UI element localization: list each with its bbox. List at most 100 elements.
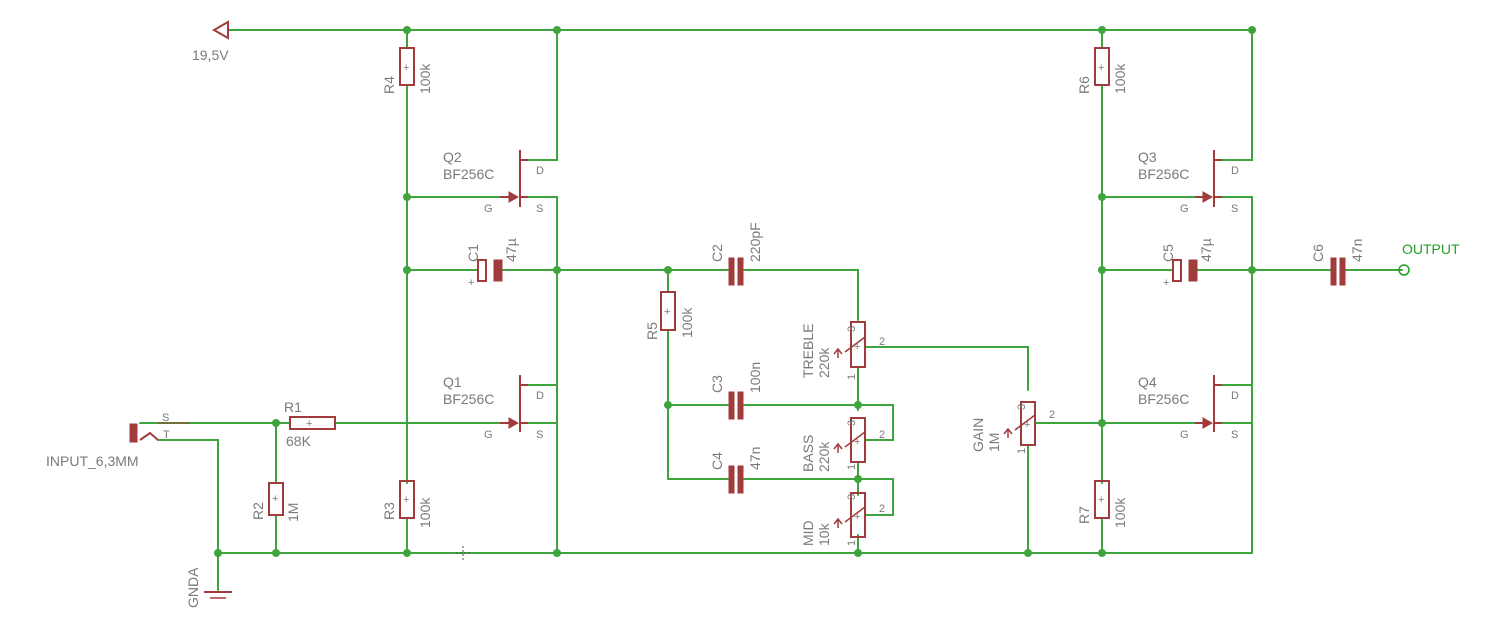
pot-treble-value: 220k	[816, 347, 832, 378]
capacitor-c2[interactable]: C2 220pF	[709, 222, 763, 286]
input-jack[interactable]: S T INPUT_6,3MM	[46, 412, 190, 469]
ground-symbol: GNDA	[185, 567, 232, 608]
pot-mid[interactable]: + 3 1 2 MID 10k	[800, 492, 885, 546]
q4-name: Q4	[1138, 374, 1157, 390]
capacitor-c1[interactable]: + C1 47µ	[465, 238, 519, 289]
svg-text:G: G	[484, 429, 493, 441]
svg-text:S: S	[1231, 203, 1238, 215]
c6-value: 47n	[1349, 239, 1365, 262]
svg-text:+: +	[854, 511, 860, 523]
pot-bass[interactable]: + 3 1 2 BASS 220k	[800, 417, 885, 472]
pot-gain-value: 1M	[986, 433, 1002, 452]
pot-treble[interactable]: + 3 1 2 TREBLE 220k	[800, 321, 885, 380]
q1-value: BF256C	[443, 391, 494, 407]
r7-name: R7	[1076, 506, 1092, 524]
svg-text:+: +	[403, 494, 409, 506]
svg-text:+: +	[1024, 419, 1030, 431]
svg-text:+: +	[403, 62, 409, 74]
transistor-q2[interactable]: Q2 BF256C G S D	[443, 149, 544, 215]
transistor-q3[interactable]: Q3 BF256C G S D	[1138, 149, 1239, 215]
c3-name: C3	[709, 375, 725, 393]
q4-value: BF256C	[1138, 391, 1189, 407]
resistor-r1[interactable]: + R1 68K	[284, 399, 336, 449]
svg-text:2: 2	[1049, 409, 1055, 421]
svg-text:3: 3	[846, 326, 858, 332]
c6-name: C6	[1310, 244, 1326, 262]
svg-text:3: 3	[1016, 404, 1028, 410]
input-label: INPUT_6,3MM	[46, 453, 139, 469]
r4-name: R4	[381, 76, 397, 94]
r5-value: 100k	[679, 307, 695, 338]
pot-gain[interactable]: + 3 1 2 GAIN 1M	[970, 401, 1055, 454]
svg-text:+: +	[1098, 62, 1104, 74]
svg-text:+: +	[854, 436, 860, 448]
r1-name: R1	[284, 399, 302, 415]
resistor-r3[interactable]: + R3 100k	[381, 480, 433, 528]
c4-name: C4	[709, 452, 725, 470]
svg-text:+: +	[306, 418, 312, 430]
svg-text:2: 2	[879, 503, 885, 515]
svg-text:S: S	[536, 203, 543, 215]
capacitor-c5[interactable]: + C5 47µ	[1160, 238, 1214, 289]
c1-value: 47µ	[503, 238, 519, 262]
svg-text:2: 2	[879, 336, 885, 348]
transistor-q1[interactable]: Q1 BF256C G S D	[443, 374, 544, 441]
svg-text:S: S	[536, 429, 543, 441]
svg-text:2: 2	[879, 429, 885, 441]
capacitor-c3[interactable]: C3 100n	[709, 362, 763, 420]
q2-name: Q2	[443, 149, 462, 165]
svg-text:3: 3	[846, 420, 858, 426]
svg-text:1: 1	[1016, 448, 1028, 454]
resistor-r4[interactable]: + R4 100k	[381, 47, 433, 94]
resistor-r5[interactable]: + R5 100k	[644, 291, 695, 340]
resistor-r6[interactable]: + R6 100k	[1076, 47, 1128, 94]
c1-name: C1	[465, 244, 481, 262]
r1-value: 68K	[286, 433, 312, 449]
q3-name: Q3	[1138, 149, 1157, 165]
pot-mid-name: MID	[800, 520, 816, 546]
resistor-r2[interactable]: + R2 1M	[250, 482, 301, 522]
svg-text:1: 1	[846, 464, 858, 470]
capacitor-c6[interactable]: C6 47n	[1310, 239, 1365, 286]
svg-text:+: +	[468, 277, 474, 289]
r3-value: 100k	[417, 497, 433, 528]
svg-text:1: 1	[846, 540, 858, 546]
pot-treble-name: TREBLE	[800, 324, 816, 378]
output-label: OUTPUT	[1402, 241, 1460, 257]
pot-bass-name: BASS	[800, 435, 816, 472]
q1-name: Q1	[443, 374, 462, 390]
svg-text:+: +	[1098, 494, 1104, 506]
pot-gain-name: GAIN	[970, 418, 986, 452]
svg-text:D: D	[1231, 165, 1239, 177]
svg-text:1: 1	[846, 374, 858, 380]
r2-value: 1M	[285, 503, 301, 522]
r4-value: 100k	[417, 63, 433, 94]
q2-value: BF256C	[443, 166, 494, 182]
c5-value: 47µ	[1198, 238, 1214, 262]
c2-value: 220pF	[747, 222, 763, 262]
r2-name: R2	[250, 502, 266, 520]
svg-text:G: G	[1180, 203, 1189, 215]
junction-dots	[214, 26, 1256, 557]
resistor-r7[interactable]: + R7 100k	[1076, 480, 1128, 528]
svg-text:+: +	[1163, 277, 1169, 289]
c3-value: 100n	[747, 362, 763, 393]
svg-text:D: D	[1231, 390, 1239, 402]
output-terminal[interactable]: OUTPUT	[1398, 241, 1460, 276]
svg-text:+: +	[664, 306, 670, 318]
r7-value: 100k	[1112, 497, 1128, 528]
svg-text:D: D	[536, 390, 544, 402]
r5-name: R5	[644, 322, 660, 340]
svg-text:G: G	[484, 203, 493, 215]
pot-bass-value: 220k	[816, 441, 832, 472]
supply-label: 19,5V	[192, 47, 229, 63]
svg-text:G: G	[1180, 429, 1189, 441]
svg-text:+: +	[272, 493, 278, 505]
capacitor-c4[interactable]: C4 47n	[709, 447, 763, 494]
transistor-q4[interactable]: Q4 BF256C G S D	[1138, 374, 1239, 441]
q3-value: BF256C	[1138, 166, 1189, 182]
svg-text:+: +	[854, 341, 860, 353]
pot-mid-value: 10k	[816, 522, 832, 546]
r6-name: R6	[1076, 76, 1092, 94]
